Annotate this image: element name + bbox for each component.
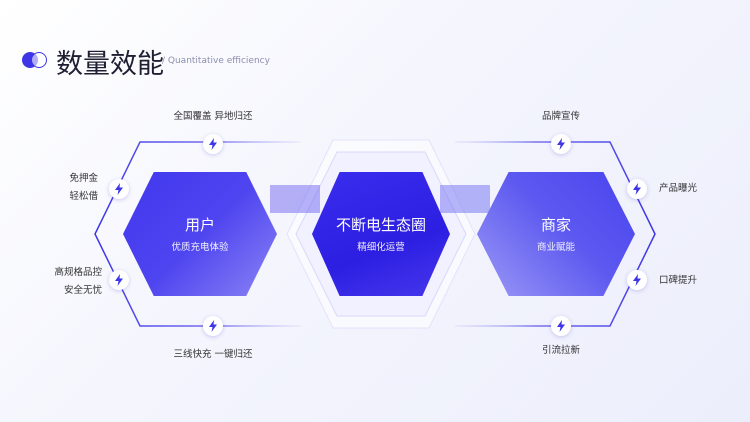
hexagon-ecosystem-subtitle: 精细化运营 [357, 242, 405, 253]
hexagon-merchant: 商家 商业赋能 [477, 172, 635, 296]
label-brand-promotion: 品牌宣传 [541, 111, 581, 122]
hexagon-user-title: 用户 [184, 216, 215, 234]
hexagon-merchant-subtitle: 商业赋能 [536, 242, 575, 253]
page-subtitle: / Quantitative efficiency [162, 56, 270, 66]
lightning-icon [551, 316, 571, 336]
label-nationwide-coverage: 全国覆盖 异地归还 [173, 111, 253, 122]
left-frame-line [94, 141, 300, 327]
lightning-icon [109, 179, 129, 199]
lightning-icon [627, 179, 647, 199]
label-quality-control: 高规格品控 安全无忧 [54, 267, 102, 296]
hexagon-ecosystem: 不断电生态圈 精细化运营 [312, 172, 450, 296]
hexagon-merchant-title: 商家 [540, 216, 571, 234]
label-product-exposure: 产品曝光 [659, 183, 698, 194]
hexagon-user-subtitle: 优质充电体验 [171, 242, 229, 253]
label-traffic-acquisition: 引流拉新 [541, 345, 581, 356]
label-no-deposit: 免押金 轻松借 [69, 173, 98, 202]
connector-right [440, 185, 490, 213]
hexagon-user: 用户 优质充电体验 [123, 172, 277, 296]
lightning-icon [551, 134, 571, 154]
page-title: 数量效能 [56, 49, 164, 80]
lightning-icon [109, 270, 129, 290]
connector-left [270, 185, 320, 213]
logo-icon [22, 52, 48, 68]
label-fast-charge: 三线快充 一键归还 [173, 349, 253, 360]
hexagon-ecosystem-title: 不断电生态圈 [335, 216, 426, 234]
label-reputation-boost: 口碑提升 [659, 275, 698, 286]
lightning-icon [627, 270, 647, 290]
lightning-icon [203, 134, 223, 154]
lightning-icon [203, 316, 223, 336]
